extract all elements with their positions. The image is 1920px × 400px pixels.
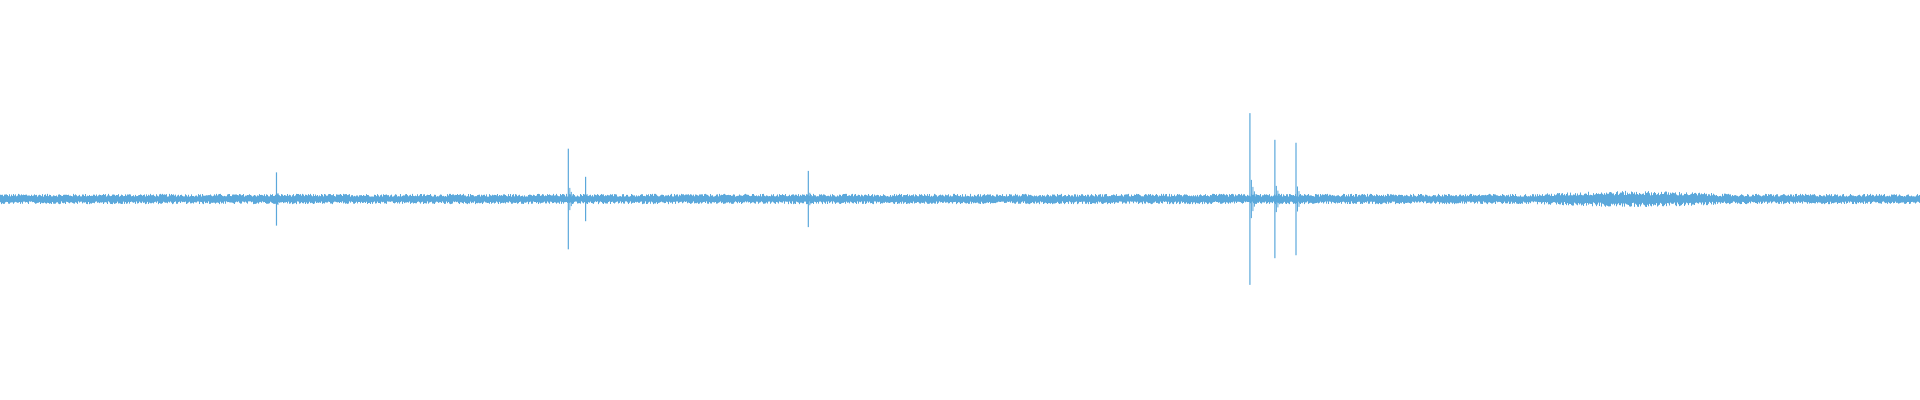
waveform-spike-decay-5 [1275,185,1285,213]
waveform-spike-decay-0 [277,193,286,205]
waveform-series [0,113,1920,285]
waveform-spike-decay-4 [1250,179,1260,219]
waveform-spike-decay-2 [586,194,596,204]
waveform-spike-decay-3 [809,192,818,206]
waveform-spike-decay-6 [1297,186,1306,212]
waveform-spike-decay-1 [569,187,578,211]
